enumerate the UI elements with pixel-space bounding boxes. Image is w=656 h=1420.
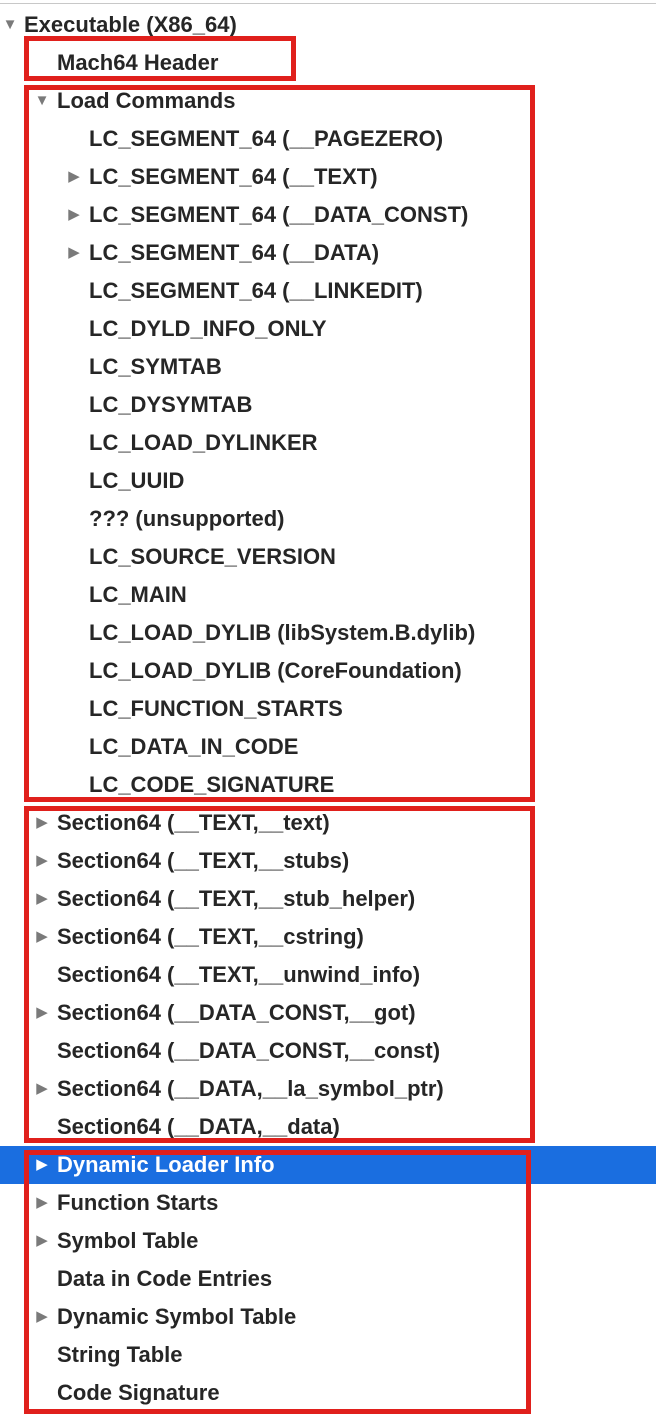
tree-row-section64-data-const-const[interactable]: Section64 (__DATA_CONST,__const): [0, 1032, 656, 1070]
linkedit-list: ▶ Dynamic Loader Info ▶ Function Starts ▶ Sym…: [0, 1146, 656, 1412]
tree-row-section64-data-const-got[interactable]: ▶ Section64 (__DATA_CONST,__got): [0, 994, 656, 1032]
tree-row-label: Section64 (__DATA,__la_symbol_ptr): [57, 1076, 444, 1101]
tree-row-section64-text-cstring[interactable]: ▶ Section64 (__TEXT,__cstring): [0, 918, 656, 956]
tree-row-label: Symbol Table: [57, 1228, 199, 1253]
tree-row-lc-symtab[interactable]: LC_SYMTAB: [0, 348, 656, 386]
disclosure-right-icon[interactable]: ▶: [36, 1232, 48, 1249]
disclosure-down-icon[interactable]: ▼: [34, 92, 50, 109]
tree-row-label: Section64 (__DATA_CONST,__const): [57, 1038, 441, 1063]
tree-row-label: Mach64 Header: [57, 50, 219, 75]
tree-row-label: LC_SEGMENT_64 (__TEXT): [89, 164, 378, 189]
tree-row-label: Section64 (__DATA,__data): [57, 1114, 340, 1139]
tree-row-label: String Table: [57, 1342, 183, 1367]
tree-row-label: Section64 (__DATA_CONST,__got): [57, 1000, 416, 1025]
tree-row-label: LC_CODE_SIGNATURE: [89, 772, 335, 797]
tree-row-section64-data-data[interactable]: Section64 (__DATA,__data): [0, 1108, 656, 1146]
tree-row-lc-load-dylib-libsystem-b-dylib[interactable]: LC_LOAD_DYLIB (libSystem.B.dylib): [0, 614, 656, 652]
tree-row-label: LC_SEGMENT_64 (__DATA): [89, 240, 380, 265]
tree-row-label: LC_LOAD_DYLINKER: [89, 430, 318, 455]
tree-row-label: LC_SEGMENT_64 (__LINKEDIT): [89, 278, 423, 303]
tree-row-label: LC_MAIN: [89, 582, 187, 607]
tree-row-function-starts[interactable]: ▶ Function Starts: [0, 1184, 656, 1222]
top-border: [0, 3, 656, 4]
disclosure-right-icon[interactable]: ▶: [36, 928, 48, 945]
tree-row-label: LC_UUID: [89, 468, 185, 493]
tree-row-data-in-code-entries[interactable]: Data in Code Entries: [0, 1260, 656, 1298]
tree-row-lc-segment-64-text[interactable]: ▶ LC_SEGMENT_64 (__TEXT): [0, 158, 656, 196]
disclosure-down-icon[interactable]: ▼: [2, 16, 18, 33]
tree-row-label: Data in Code Entries: [57, 1266, 273, 1291]
tree-row-section64-text-text[interactable]: ▶ Section64 (__TEXT,__text): [0, 804, 656, 842]
tree-row-code-signature[interactable]: Code Signature: [0, 1374, 656, 1412]
tree-row-label: LC_LOAD_DYLIB (libSystem.B.dylib): [89, 620, 476, 645]
disclosure-right-icon[interactable]: ▶: [36, 1194, 48, 1211]
disclosure-right-icon[interactable]: ▶: [36, 890, 48, 907]
tree-row-dynamic-loader-info[interactable]: ▶ Dynamic Loader Info: [0, 1146, 656, 1184]
tree-row-label: ??? (unsupported): [89, 506, 285, 531]
tree-row-section64-text-unwind-info[interactable]: Section64 (__TEXT,__unwind_info): [0, 956, 656, 994]
disclosure-right-icon[interactable]: ▶: [36, 1004, 48, 1021]
tree-row-section64-data-la-symbol-ptr[interactable]: ▶ Section64 (__DATA,__la_symbol_ptr): [0, 1070, 656, 1108]
tree-row-unsupported[interactable]: ??? (unsupported): [0, 500, 656, 538]
disclosure-right-icon[interactable]: ▶: [68, 206, 80, 223]
disclosure-right-icon[interactable]: ▶: [68, 168, 80, 185]
tree-row-label: Load Commands: [57, 88, 236, 113]
disclosure-right-icon[interactable]: ▶: [36, 814, 48, 831]
tree-row-lc-load-dylib-corefoundation[interactable]: LC_LOAD_DYLIB (CoreFoundation): [0, 652, 656, 690]
tree-row-lc-source-version[interactable]: LC_SOURCE_VERSION: [0, 538, 656, 576]
tree-row-label: LC_FUNCTION_STARTS: [89, 696, 343, 721]
tree-row-lc-segment-64-data-const[interactable]: ▶ LC_SEGMENT_64 (__DATA_CONST): [0, 196, 656, 234]
tree-row-lc-segment-64-linkedit[interactable]: LC_SEGMENT_64 (__LINKEDIT): [0, 272, 656, 310]
tree-row-lc-segment-64-data[interactable]: ▶ LC_SEGMENT_64 (__DATA): [0, 234, 656, 272]
tree-row-load-commands[interactable]: ▼ Load Commands: [0, 82, 656, 120]
sections-list: ▶ Section64 (__TEXT,__text) ▶ Section64 (__…: [0, 804, 656, 1146]
disclosure-right-icon[interactable]: ▶: [36, 1308, 48, 1325]
disclosure-right-icon[interactable]: ▶: [36, 1080, 48, 1097]
tree-row-label: Dynamic Loader Info: [57, 1152, 275, 1177]
mach-o-outline-tree: ▼ Executable (X86_64) Mach64 Header ▼ Lo…: [0, 6, 656, 1412]
tree-row-label: LC_SYMTAB: [89, 354, 222, 379]
tree-row-label: Section64 (__TEXT,__cstring): [57, 924, 364, 949]
tree-row-label: Code Signature: [57, 1380, 220, 1405]
disclosure-right-icon[interactable]: ▶: [68, 244, 80, 261]
tree-row-label: Function Starts: [57, 1190, 219, 1215]
tree-row-label: Section64 (__TEXT,__text): [57, 810, 330, 835]
tree-row-lc-code-signature[interactable]: LC_CODE_SIGNATURE: [0, 766, 656, 804]
tree-row-lc-uuid[interactable]: LC_UUID: [0, 462, 656, 500]
tree-row-mach-header[interactable]: Mach64 Header: [0, 44, 656, 82]
tree-row-label: LC_SOURCE_VERSION: [89, 544, 336, 569]
tree-row-section64-text-stubs[interactable]: ▶ Section64 (__TEXT,__stubs): [0, 842, 656, 880]
tree-row-lc-function-starts[interactable]: LC_FUNCTION_STARTS: [0, 690, 656, 728]
tree-row-section64-text-stub-helper[interactable]: ▶ Section64 (__TEXT,__stub_helper): [0, 880, 656, 918]
tree-row-label: LC_SEGMENT_64 (__DATA_CONST): [89, 202, 469, 227]
tree-row-lc-data-in-code[interactable]: LC_DATA_IN_CODE: [0, 728, 656, 766]
tree-row-label: Section64 (__TEXT,__unwind_info): [57, 962, 421, 987]
tree-row-lc-load-dylinker[interactable]: LC_LOAD_DYLINKER: [0, 424, 656, 462]
tree-row-label: Section64 (__TEXT,__stub_helper): [57, 886, 416, 911]
tree-row-lc-segment-64-pagezero[interactable]: LC_SEGMENT_64 (__PAGEZERO): [0, 120, 656, 158]
tree-row-executable[interactable]: ▼ Executable (X86_64): [0, 6, 656, 44]
tree-row-dynamic-symbol-table[interactable]: ▶ Dynamic Symbol Table: [0, 1298, 656, 1336]
tree-row-label: Executable (X86_64): [24, 12, 237, 37]
tree-row-lc-main[interactable]: LC_MAIN: [0, 576, 656, 614]
tree-row-lc-dysymtab[interactable]: LC_DYSYMTAB: [0, 386, 656, 424]
load-commands-list: LC_SEGMENT_64 (__PAGEZERO) ▶ LC_SEGMENT_64…: [0, 120, 656, 804]
tree-row-lc-dyld-info-only[interactable]: LC_DYLD_INFO_ONLY: [0, 310, 656, 348]
tree-row-string-table[interactable]: String Table: [0, 1336, 656, 1374]
tree-row-label: Dynamic Symbol Table: [57, 1304, 297, 1329]
tree-row-label: LC_SEGMENT_64 (__PAGEZERO): [89, 126, 444, 151]
tree-row-label: LC_DATA_IN_CODE: [89, 734, 299, 759]
disclosure-right-icon[interactable]: ▶: [36, 852, 48, 869]
tree-row-label: LC_DYLD_INFO_ONLY: [89, 316, 327, 341]
tree-row-label: LC_DYSYMTAB: [89, 392, 253, 417]
tree-row-label: Section64 (__TEXT,__stubs): [57, 848, 350, 873]
tree-row-symbol-table[interactable]: ▶ Symbol Table: [0, 1222, 656, 1260]
disclosure-right-icon[interactable]: ▶: [36, 1156, 48, 1173]
tree-row-label: LC_LOAD_DYLIB (CoreFoundation): [89, 658, 462, 683]
